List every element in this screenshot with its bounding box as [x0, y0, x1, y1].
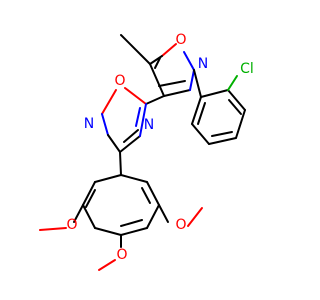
- bond: [211, 131, 233, 137]
- bond: [39, 227, 67, 231]
- bond: [139, 103, 147, 137]
- bond: [235, 109, 246, 139]
- bond: [227, 75, 238, 91]
- bond: [183, 51, 195, 71]
- trimethoxyphenyl-ring: [82, 174, 160, 236]
- atom-label-o: O: [175, 32, 186, 48]
- bond: [82, 181, 96, 206]
- bond: [101, 113, 109, 136]
- bond: [94, 174, 122, 183]
- atom-label-o: O: [175, 217, 186, 233]
- bond: [145, 95, 165, 105]
- bond: [161, 43, 177, 57]
- bond: [119, 135, 141, 153]
- bond: [141, 187, 151, 204]
- bond: [193, 69, 202, 98]
- bond: [123, 129, 139, 143]
- bond: [120, 174, 148, 183]
- atom-label-o: O: [114, 73, 125, 89]
- bond: [82, 204, 96, 229]
- bond: [228, 99, 242, 115]
- atom-label-o: O: [66, 217, 77, 233]
- bond: [98, 259, 116, 271]
- bond: [94, 227, 122, 236]
- chlorophenyl-ring: [191, 89, 246, 145]
- bond: [154, 57, 161, 69]
- bond: [227, 89, 246, 111]
- atom-label-n: N: [144, 117, 154, 133]
- atom-label-n: N: [84, 116, 94, 132]
- atom-label-o: O: [116, 247, 127, 263]
- bond: [189, 69, 195, 91]
- bond: [187, 207, 203, 227]
- bond: [163, 89, 191, 97]
- bond: [85, 189, 96, 208]
- atom-label-cl: Cl: [240, 61, 254, 77]
- isoxazole-ring: [149, 43, 195, 97]
- bond: [149, 63, 165, 97]
- bond: [135, 107, 141, 127]
- bond: [120, 227, 148, 236]
- bond: [107, 134, 121, 153]
- molecule-structure: O N O N N Cl O O O: [39, 32, 254, 271]
- bond: [101, 89, 117, 115]
- bond: [191, 123, 210, 145]
- bond: [208, 137, 237, 145]
- bond: [191, 96, 202, 125]
- bond: [73, 204, 84, 223]
- bond: [120, 219, 143, 227]
- bond: [124, 87, 147, 105]
- bond: [119, 151, 122, 176]
- bond: [158, 204, 169, 223]
- oxadiazole-ring: [101, 87, 147, 153]
- bond: [146, 204, 160, 229]
- bond: [146, 181, 160, 206]
- bond: [158, 80, 186, 87]
- bond: [197, 102, 206, 125]
- bond: [200, 89, 229, 98]
- atom-label-n: N: [198, 56, 208, 72]
- methyl-bond: [120, 34, 151, 65]
